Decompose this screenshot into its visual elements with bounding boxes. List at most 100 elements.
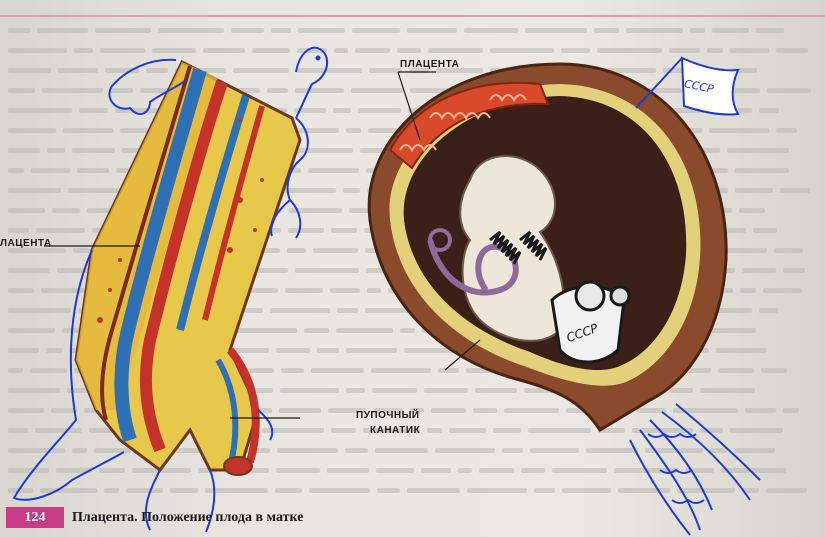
background-text-line (280, 388, 339, 393)
background-text-line (376, 468, 414, 473)
background-text-line (352, 28, 400, 33)
background-text-line (8, 468, 49, 473)
background-text-line (735, 188, 773, 193)
background-text-line (308, 168, 359, 173)
flag-doodle (635, 56, 740, 116)
background-text-line (152, 48, 196, 53)
background-text-line (126, 488, 163, 493)
background-text-line (346, 128, 361, 133)
background-text-line (404, 348, 460, 353)
background-text-line (35, 428, 82, 433)
background-text-line (730, 48, 769, 53)
background-text-line (8, 68, 51, 73)
background-text-line (774, 248, 803, 253)
background-text-line (8, 308, 71, 313)
background-text-line (766, 488, 807, 493)
background-text-line (358, 108, 401, 113)
background-text-line (493, 428, 521, 433)
background-text-line (618, 488, 670, 493)
background-text-line (735, 168, 789, 173)
background-text-line (742, 268, 776, 273)
background-text-line (229, 348, 269, 353)
background-text-line (8, 408, 44, 413)
background-text-line (236, 288, 278, 293)
background-text-line (753, 228, 777, 233)
background-text-line (424, 388, 468, 393)
background-text-line (140, 88, 193, 93)
background-text-line (8, 428, 28, 433)
background-text-line (345, 448, 368, 453)
background-text-line (767, 88, 811, 93)
background-text-line (231, 28, 264, 33)
background-text-line (31, 168, 70, 173)
background-text-line (72, 448, 87, 453)
background-text-line (525, 28, 587, 33)
background-text-line (282, 128, 339, 133)
ink-doodle-uterus (489, 230, 548, 265)
background-text-line (700, 428, 723, 433)
background-text-line (732, 68, 757, 73)
background-text-line (669, 48, 700, 53)
background-text-line (271, 28, 291, 33)
background-text-line (158, 28, 224, 33)
background-text-line (410, 408, 424, 413)
background-text-line (8, 168, 24, 173)
label-placenta-right: ПЛАЦЕНТА (400, 59, 460, 70)
background-text-line (296, 68, 362, 73)
background-text-line (297, 48, 327, 53)
background-text-line (431, 408, 466, 413)
background-text-line (428, 48, 483, 53)
background-text-line (534, 488, 555, 493)
background-text-line (703, 248, 767, 253)
background-text-line (334, 48, 348, 53)
background-text-line (343, 188, 360, 193)
background-text-line (458, 468, 472, 473)
background-text-line (294, 108, 326, 113)
background-text-line (763, 288, 802, 293)
background-text-line (703, 328, 756, 333)
background-text-line (8, 128, 56, 133)
background-text-line (586, 448, 638, 453)
background-text-line (504, 408, 559, 413)
background-text-line (8, 208, 45, 213)
background-text-line (170, 488, 198, 493)
background-text-line (530, 448, 579, 453)
background-text-line (673, 408, 738, 413)
background-text-line (407, 488, 460, 493)
background-text-line (8, 368, 23, 373)
background-text-line (646, 108, 712, 113)
background-text-line (710, 448, 727, 453)
figure-caption: Плацента. Положение плода в матке (72, 510, 304, 525)
shield-doodle (550, 280, 631, 364)
background-text-line (367, 288, 381, 293)
uterus-diagram (367, 62, 728, 433)
background-text-line (435, 448, 495, 453)
background-text-line (552, 468, 607, 473)
background-text-line (270, 308, 330, 313)
background-text-line (346, 388, 365, 393)
label-placenta-left: ЛАЦЕНТА (0, 238, 52, 249)
background-text-line (8, 48, 67, 53)
background-text-line (355, 48, 390, 53)
background-text-line (42, 88, 103, 93)
background-text-line (120, 128, 174, 133)
background-text-line (205, 488, 268, 493)
background-text-line (438, 368, 459, 373)
background-text-line (598, 428, 625, 433)
background-text-line (677, 488, 735, 493)
background-text-line (73, 248, 90, 253)
background-text-line (421, 468, 451, 473)
background-text-line (727, 148, 789, 153)
background-text-line (716, 348, 766, 353)
background-text-line (602, 68, 656, 73)
background-text-line (337, 308, 358, 313)
label-cord-line2: КАНАТИК (370, 425, 421, 436)
background-text-line (295, 88, 344, 93)
background-text-line (41, 288, 100, 293)
background-text-line (8, 348, 39, 353)
header-rule (0, 15, 825, 17)
background-text-line (409, 68, 429, 73)
background-text-line (780, 188, 810, 193)
